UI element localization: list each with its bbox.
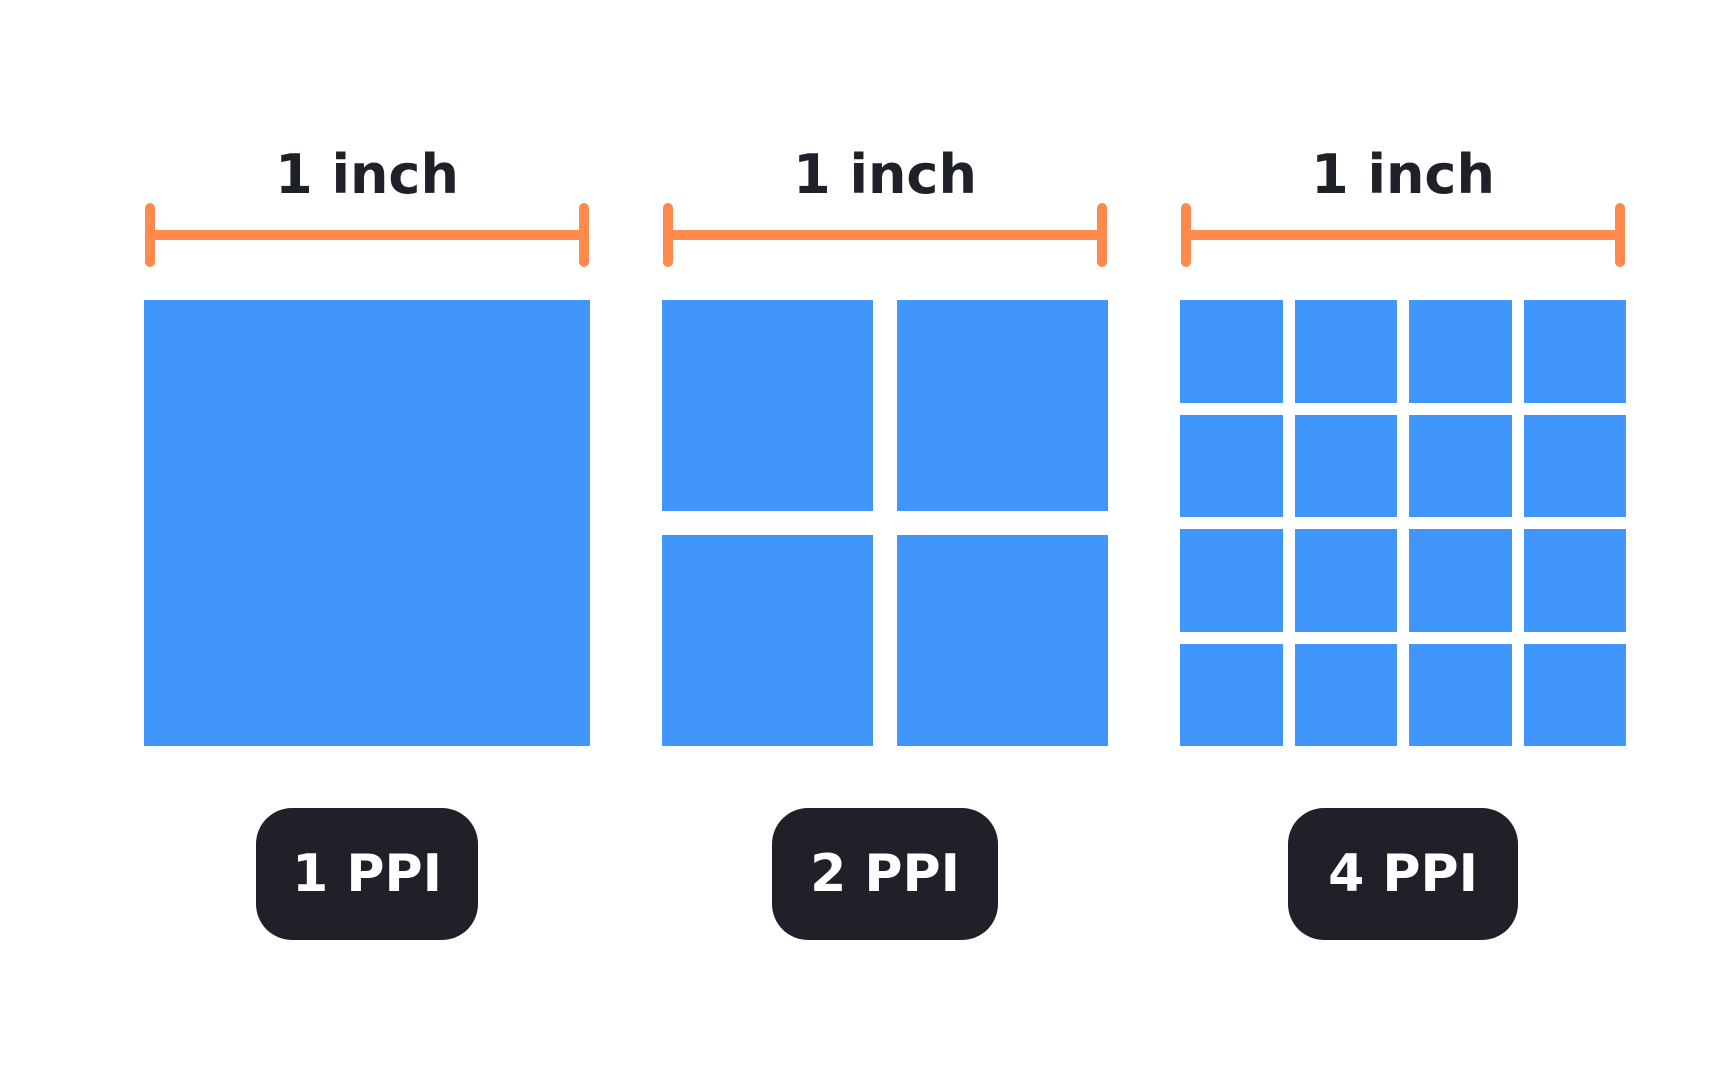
pixel-square [1409,414,1512,517]
pixel-square [1180,300,1283,403]
pixel-square [1180,643,1283,746]
pixel-square [897,535,1108,746]
inch-ruler [663,203,1107,267]
panel-2-ppi: 1 inch 2 PPI [662,0,1108,1080]
pixel-square [1523,529,1626,632]
pixel-square [1294,643,1397,746]
pixel-square [662,535,873,746]
pixel-square [1294,529,1397,632]
inch-ruler [1181,203,1625,267]
pixel-grid [662,300,1108,746]
ppi-badge: 1 PPI [256,808,478,940]
pixel-square [1523,643,1626,746]
pixel-square [1180,529,1283,632]
pixel-square [1523,300,1626,403]
pixel-grid [144,300,590,746]
inch-label: 1 inch [275,143,459,206]
pixel-square [1409,300,1512,403]
pixel-square [1409,643,1512,746]
inch-label: 1 inch [1311,143,1495,206]
panel-1-ppi: 1 inch 1 PPI [144,0,590,1080]
pixel-square [1294,300,1397,403]
ppi-badge: 2 PPI [772,808,998,940]
ppi-badge: 4 PPI [1288,808,1518,940]
pixel-grid [1180,300,1626,746]
pixel-square [1409,529,1512,632]
panel-4-ppi: 1 inch 4 PPI [1180,0,1626,1080]
pixel-square [1523,414,1626,517]
pixel-square [144,300,590,746]
pixel-square [897,300,1108,511]
inch-ruler [145,203,589,267]
pixel-square [662,300,873,511]
pixel-square [1294,414,1397,517]
inch-label: 1 inch [793,143,977,206]
pixel-square [1180,414,1283,517]
